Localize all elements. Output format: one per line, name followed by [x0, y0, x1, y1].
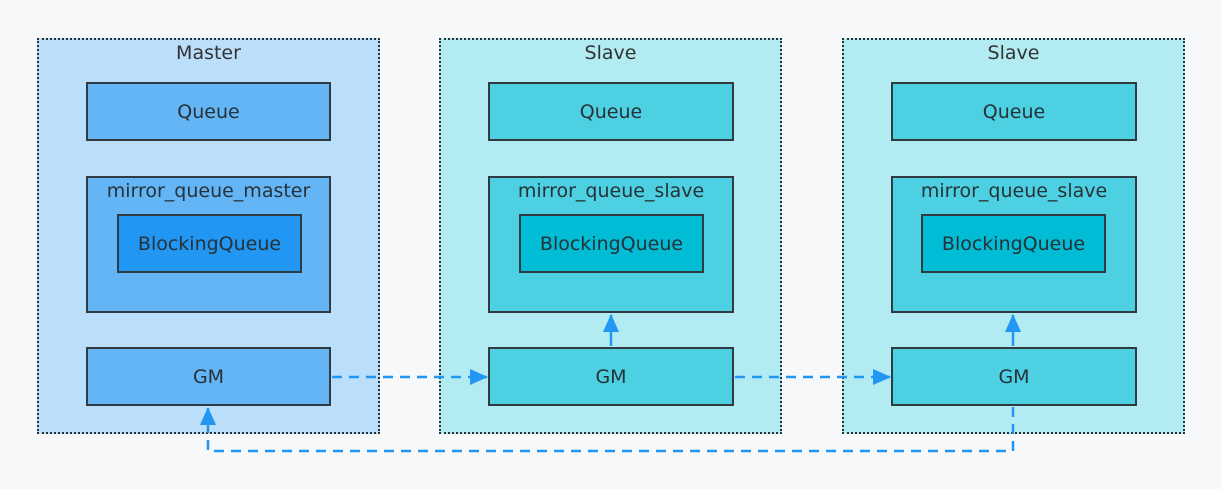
mirror-queue-slave-2-title: mirror_queue_slave	[920, 180, 1108, 202]
master-gm-node: GM	[86, 347, 331, 406]
master-blocking-queue-node: BlockingQueue	[117, 214, 302, 273]
slave-2-queue-node: Queue	[891, 82, 1137, 141]
slave-1-gm-node: GM	[488, 347, 734, 406]
slave-1-queue-node: Queue	[488, 82, 734, 141]
master-queue-node: Queue	[86, 82, 331, 141]
master-group-title: Master	[176, 42, 241, 64]
mirror-queue-slave-1-title: mirror_queue_slave	[517, 180, 705, 202]
slave-1-blocking-queue-node: BlockingQueue	[519, 214, 704, 273]
slave-2-gm-node: GM	[891, 347, 1137, 406]
mirror-queue-master-title: mirror_queue_master	[106, 180, 311, 202]
slave-group-1-title: Slave	[584, 42, 637, 64]
slave-group-2-title: Slave	[987, 42, 1040, 64]
slave-2-blocking-queue-node: BlockingQueue	[921, 214, 1106, 273]
